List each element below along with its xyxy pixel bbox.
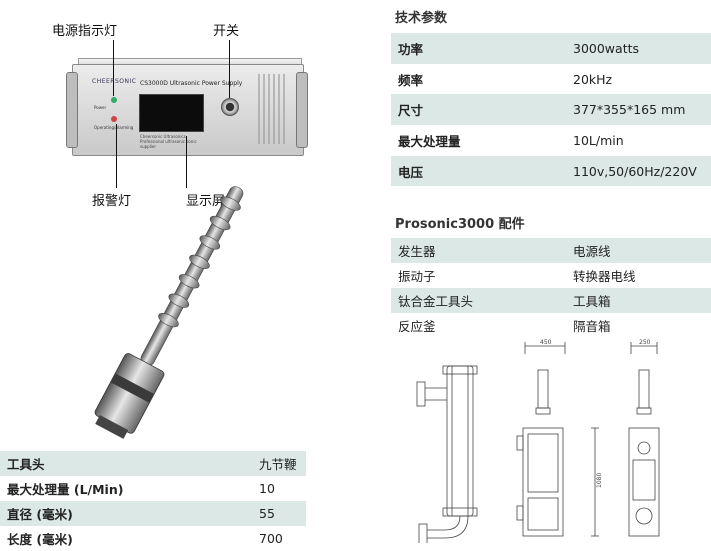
callout-line-power-led [113, 40, 114, 96]
specs-table: 功率 3000watts 频率 20kHz 尺寸 377*355*165 mm … [391, 33, 711, 187]
specs-title: 技术参数 [395, 11, 448, 26]
alarm-led-caption: Operating/Alarming [94, 125, 134, 130]
spec-label: 最大处理量 [391, 125, 566, 156]
accessory-item: 发生器 [391, 238, 566, 263]
table-row: 功率 3000watts [391, 33, 711, 64]
spec-label: 电压 [391, 155, 566, 187]
power-led-icon [111, 97, 117, 103]
accessory-item: 反应釜 [391, 313, 566, 338]
table-row: 长度 (毫米) 700 [0, 526, 306, 551]
accessories-table: 发生器 电源线 振动子 转换器电线 钛合金工具头 工具箱 反应釜 隔音箱 [391, 238, 711, 338]
front-view-drawing [516, 342, 599, 537]
vent-grille [258, 74, 288, 144]
spec-value: 110v,50/60Hz/220V [566, 155, 711, 187]
dim-width-side: 250 [639, 339, 651, 346]
horn-spec-table: 工具头 九节鞭 最大处理量 (L/Min) 10 直径 (毫米) 55 长度 (… [0, 451, 306, 551]
dim-height: 1080 [596, 473, 603, 488]
callout-alarm-led: 报警灯 [92, 194, 132, 209]
table-row: 工具头 九节鞭 [0, 451, 306, 476]
callout-display: 显示屏 [186, 194, 226, 209]
accessories-title: Prosonic3000 配件 [395, 217, 525, 232]
table-row: 直径 (毫米) 55 [0, 501, 306, 526]
table-cell-value: 10 [252, 476, 306, 501]
right-handle [296, 72, 308, 148]
table-cell-value: 55 [252, 501, 306, 526]
table-cell-label: 直径 (毫米) [0, 501, 252, 526]
table-header-value: 九节鞭 [252, 451, 306, 476]
accessory-item: 振动子 [391, 263, 566, 288]
spec-value: 10L/min [566, 125, 711, 156]
alarm-led-icon [111, 116, 117, 122]
accessory-item: 隔音箱 [566, 313, 711, 338]
table-row: 频率 20kHz [391, 63, 711, 95]
table-row: 电压 110v,50/60Hz/220V [391, 155, 711, 187]
callout-power-led: 电源指示灯 [52, 24, 118, 39]
table-cell-label: 最大处理量 (L/Min) [0, 476, 252, 501]
left-handle [66, 72, 78, 148]
spec-label: 尺寸 [391, 94, 566, 126]
table-row: 钛合金工具头 工具箱 [391, 288, 711, 313]
device-panel-title: CS3000D Ultrasonic Power Supply [140, 80, 243, 87]
accessory-item: 电源线 [566, 238, 711, 263]
table-row: 反应釜 隔音箱 [391, 313, 711, 338]
table-row: 尺寸 377*355*165 mm [391, 94, 711, 126]
table-row: 最大处理量 (L/Min) 10 [0, 476, 306, 501]
spec-value: 20kHz [566, 63, 711, 95]
table-row: 发生器 电源线 [391, 238, 711, 263]
table-header-label: 工具头 [0, 451, 252, 476]
table-cell-label: 长度 (毫米) [0, 526, 252, 551]
technical-drawing: 450 250 1080 [416, 339, 660, 543]
spec-label: 功率 [391, 33, 566, 64]
callout-line-display [186, 136, 187, 188]
table-row: 振动子 转换器电线 [391, 263, 711, 288]
tubular-horn-photo [94, 186, 244, 439]
device-brand: CHEERSONIC [92, 78, 137, 85]
accessory-item: 钛合金工具头 [391, 288, 566, 313]
reactor-drawing [416, 365, 478, 543]
table-row: 最大处理量 10L/min [391, 125, 711, 156]
callout-line-switch [229, 40, 230, 98]
side-view-drawing [628, 342, 660, 537]
device-top-cover [78, 58, 302, 67]
callout-line-alarm-led [116, 124, 117, 188]
callout-switch: 开关 [213, 24, 240, 39]
dim-width-front: 450 [540, 339, 552, 346]
accessory-item: 转换器电线 [566, 263, 711, 288]
display-screen [139, 94, 204, 132]
power-led-caption: Power [94, 105, 107, 110]
screen-caption: Cheersonic Ultrasonics Professional ultr… [140, 134, 197, 149]
power-switch-icon [221, 98, 239, 116]
spec-label: 频率 [391, 63, 566, 95]
accessory-item: 工具箱 [566, 288, 711, 313]
table-cell-value: 700 [252, 526, 306, 551]
spec-value: 3000watts [566, 33, 711, 64]
spec-value: 377*355*165 mm [566, 94, 711, 126]
